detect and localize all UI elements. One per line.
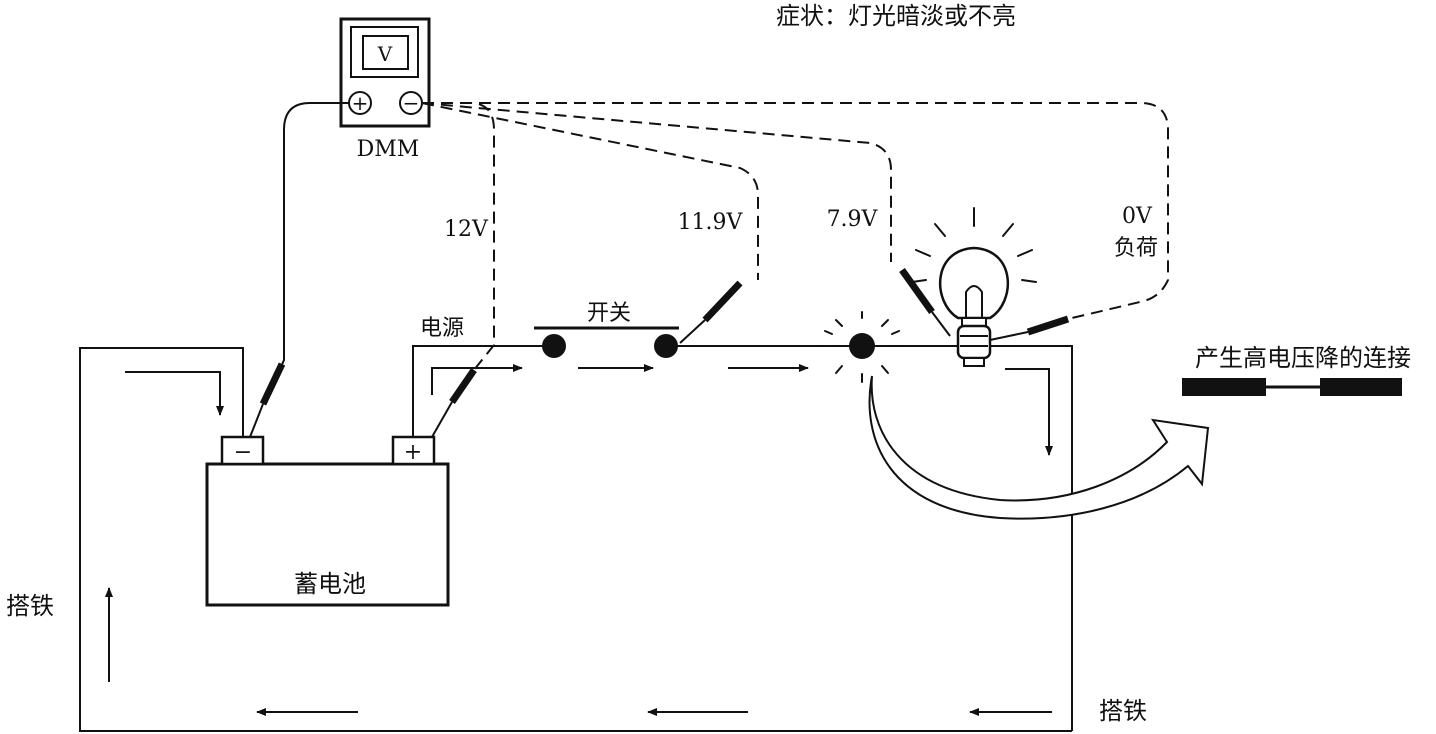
diagram-title: 症状：灯光暗淡或不亮 [776, 2, 1016, 30]
callout-arrow [868, 375, 1210, 520]
meter-minus-label: − [403, 91, 420, 115]
reading-before-load: 7.9V [827, 207, 879, 232]
legend-connection-symbol [1182, 378, 1402, 396]
load-label: 负荷 [1114, 236, 1158, 261]
probe-battery-negative [259, 362, 286, 406]
switch-label: 开关 [587, 301, 631, 326]
power-label: 电源 [420, 316, 464, 341]
ground-right-wire [984, 345, 1073, 731]
lead-after-load [422, 102, 1169, 319]
light-bulb [911, 207, 1037, 367]
supply-wire [412, 345, 554, 437]
ground-right-label: 搭铁 [1099, 697, 1147, 725]
probe-before-load [899, 267, 935, 315]
lead-after-switch [421, 102, 759, 280]
battery-minus-label: − [234, 440, 252, 465]
meter-name: DMM [357, 137, 420, 162]
reading-power: 12V [444, 217, 489, 242]
battery [205, 435, 450, 607]
probe-after-switch [702, 280, 743, 323]
ground-left-label: 搭铁 [6, 592, 54, 620]
battery-plus-label: + [404, 440, 422, 465]
legend-label: 产生高电压降的连接 [1195, 344, 1411, 372]
ground-left-wire [79, 347, 1072, 732]
switch [534, 326, 679, 358]
dmm-meter: V + − [339, 17, 431, 128]
meter-plus-label: + [352, 91, 369, 115]
battery-negative-terminal [220, 435, 265, 466]
probe-after-load [1026, 315, 1070, 336]
meter-display-label: V [377, 42, 393, 66]
lead-before-load [421, 102, 892, 262]
battery-label: 蓄电池 [294, 570, 366, 598]
bad-connection-point [823, 311, 901, 383]
current-flow-arrows [105, 364, 1053, 716]
reading-after-load: 0V [1122, 204, 1153, 229]
reading-after-switch: 11.9V [678, 210, 744, 235]
battery-positive-terminal [391, 435, 436, 466]
meter-positive-lead [265, 102, 349, 401]
probe-power-point [449, 368, 477, 404]
